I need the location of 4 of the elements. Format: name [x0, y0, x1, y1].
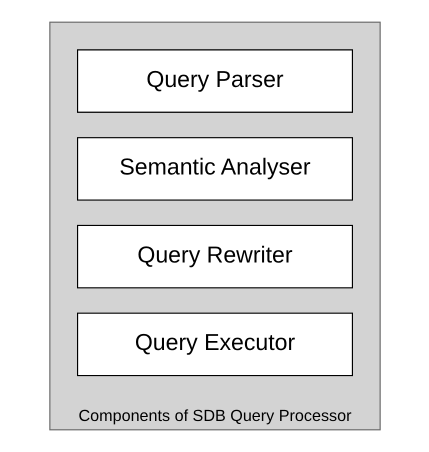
- node-box: Query Executor: [76, 312, 352, 376]
- node-box: Query Rewriter: [76, 224, 352, 288]
- node-box: Query Parser: [76, 49, 352, 113]
- node-box: Semantic Analyser: [76, 137, 352, 201]
